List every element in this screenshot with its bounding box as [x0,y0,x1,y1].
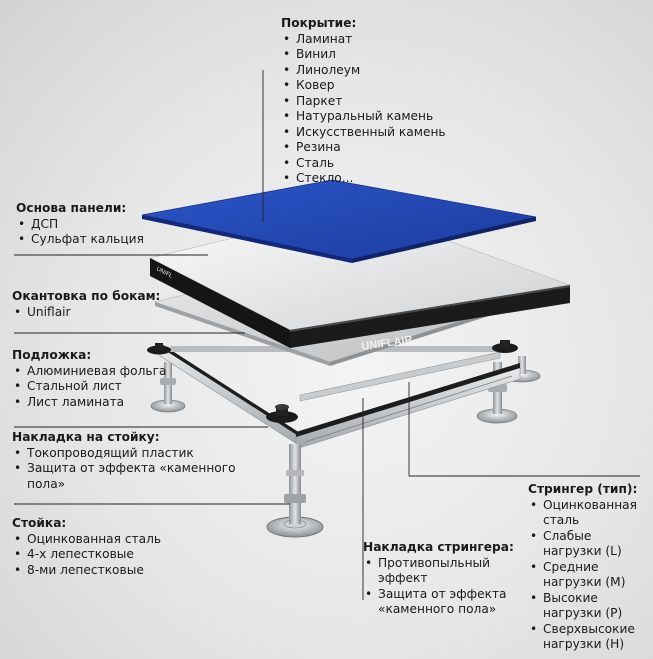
list-item: Стекло... [281,171,446,187]
list-item: Средние нагрузки (M) [528,560,648,591]
list-item: Сверхвысокие нагрузки (H) [528,622,648,653]
list-item: Токопроводящий пластик [12,446,247,462]
list-item: Резина [281,140,446,156]
list-item: Винил [281,47,446,63]
callout-pedestal-head: Накладка на стойку: Токопроводящий пласт… [12,430,247,492]
callout-title: Окантовка по бокам: [12,289,160,305]
list-item: 4-х лепестковые [12,547,161,563]
pedestal-head-front [266,404,298,423]
list-item: Оцинкованная сталь [12,532,161,548]
list-item: Слабые нагрузки (L) [528,529,648,560]
list-item: Стальной лист [12,379,166,395]
callout-panel-base: Основа панели: ДСП Сульфат кальция [16,201,144,248]
list-item: Натуральный камень [281,109,446,125]
callout-covering: Покрытие: Ламинат Винил Линолеум Ковер П… [281,16,446,187]
list-item: Ковер [281,78,446,94]
callout-pedestal: Стойка: Оцинкованная сталь 4-х лепестков… [12,516,161,578]
list-item: Uniflair [12,305,160,321]
list-item: Сталь [281,156,446,172]
list-item: Паркет [281,94,446,110]
list-item: Противопыльный эффект [363,556,518,587]
callout-stringer: Стрингер (тип): Оцинкованная сталь Слабы… [528,482,648,653]
callout-title: Стрингер (тип): [528,482,648,498]
callout-title: Накладка стрингера: [363,540,518,556]
callout-edge-trim: Окантовка по бокам: Uniflair [12,289,160,320]
callout-underlay: Подложка: Алюминиевая фольга Стальной ли… [12,348,166,410]
callout-title: Накладка на стойку: [12,430,247,446]
list-item: Ламинат [281,32,446,48]
list-item: Искусственный камень [281,125,446,141]
callout-title: Основа панели: [16,201,144,217]
list-item: Линолеум [281,63,446,79]
callout-title: Покрытие: [281,16,446,32]
callout-title: Подложка: [12,348,166,364]
list-item: Высокие нагрузки (P) [528,591,648,622]
list-item: Лист ламината [12,395,166,411]
callout-stringer-gasket: Накладка стрингера: Противопыльный эффек… [363,540,518,618]
list-item: Защита от эффекта «каменного пола» [12,461,247,492]
pedestal-front [267,444,323,537]
pedestal-head-right [492,340,518,353]
list-item: Оцинкованная сталь [528,498,648,529]
callout-title: Стойка: [12,516,161,532]
list-item: Сульфат кальция [16,232,144,248]
list-item: 8-ми лепестковые [12,563,161,579]
list-item: Алюминиевая фольга [12,364,166,380]
list-item: Защита от эффекта «каменного пола» [363,587,518,618]
list-item: ДСП [16,217,144,233]
